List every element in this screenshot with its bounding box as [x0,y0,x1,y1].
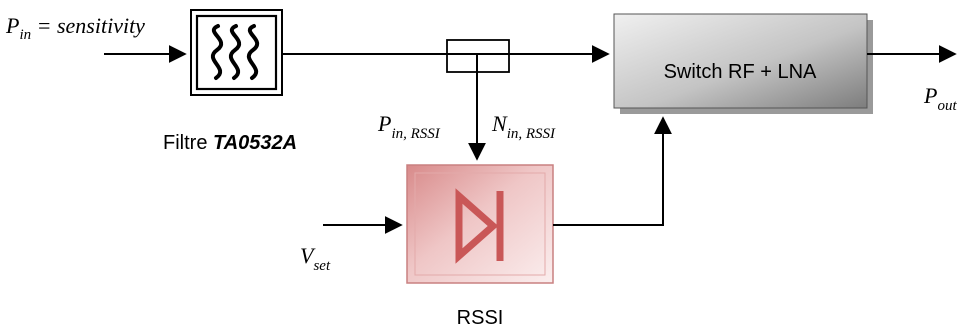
p-in-rssi-label: Pin, RSSI [377,111,441,142]
rssi-to-switch-arrow [553,116,672,226]
svg-text:Pin = sensitivity: Pin = sensitivity [5,13,145,43]
filter-label: Filtre TA0532A [163,132,297,154]
n-in-rssi-label: Nin, RSSI [491,111,556,142]
output-power-label: Pout [923,83,957,114]
rssi-label: RSSI [457,307,504,329]
input-power-label: Pin = sensitivity [5,13,145,43]
diode-icon [455,188,504,264]
filter-block [190,9,283,96]
rssi-block [406,164,554,284]
filter-icon [210,24,260,80]
switch-lna-block: Switch RF + LNA [613,13,873,114]
vset-label: Vset [300,243,331,274]
switch-label: Switch RF + LNA [664,61,817,83]
